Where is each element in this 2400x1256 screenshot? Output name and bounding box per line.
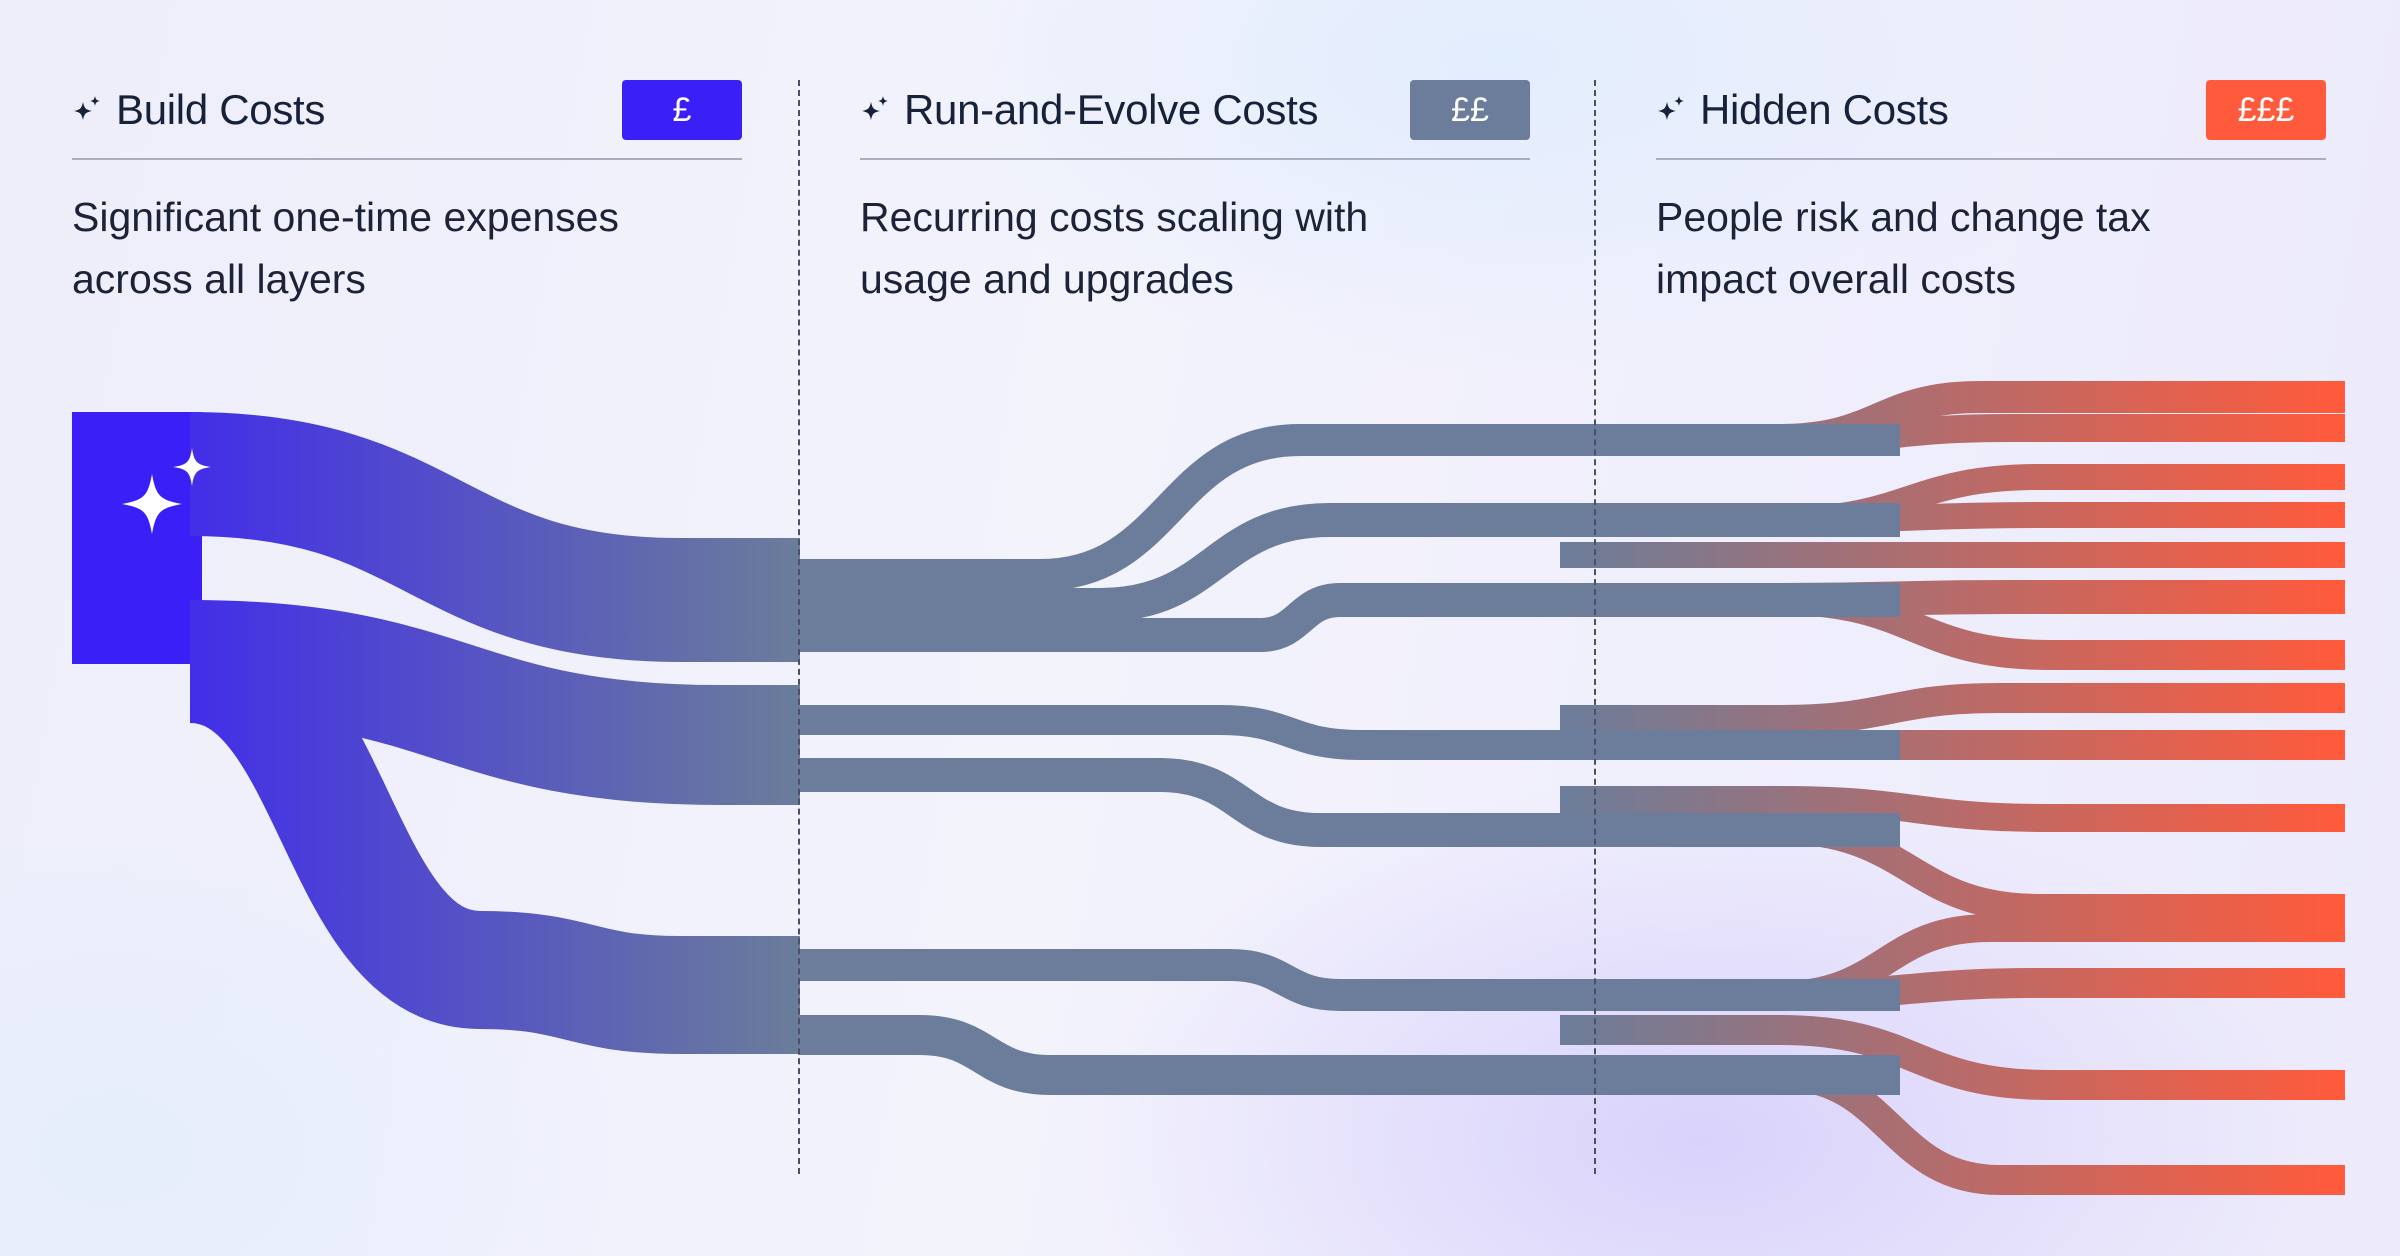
source-sparkles-icon: [122, 448, 211, 534]
flow-run-stream-4: [798, 705, 1900, 760]
hidden-costs-badge: £££: [2206, 80, 2326, 140]
hidden-costs-title: Hidden Costs: [1700, 86, 1949, 133]
run-and-evolve-costs-title: Run-and-Evolve Costs: [904, 86, 1319, 133]
source-block: [72, 412, 202, 664]
flow-run-stream-6: [798, 949, 1900, 1011]
recurring-cost-streams: [798, 424, 1900, 1095]
hidden-costs-description: People risk and change tax impact overal…: [1656, 194, 2151, 302]
flow-run-stream-3: [798, 583, 1900, 652]
build-costs-badge: £: [622, 80, 742, 140]
flow-run-stream-5: [798, 758, 1900, 847]
flow-band-bottom: [185, 605, 800, 1054]
flow-hidden-stream-10: [1560, 786, 2345, 832]
run-and-evolve-costs-description: Recurring costs scaling with usage and u…: [860, 194, 1369, 302]
sparkles-icon: [74, 96, 100, 120]
flow-hidden-stream-14: [1560, 1015, 2345, 1100]
flow-hidden-stream-8: [1560, 683, 2345, 735]
build-costs-header: Build Costs £: [72, 80, 742, 160]
flow-run-stream-2: [798, 503, 1900, 622]
build-costs-title: Build Costs: [116, 86, 326, 133]
build-costs-description: Significant one-time expenses across all…: [72, 194, 619, 302]
flow-run-stream-7: [798, 1015, 1900, 1095]
build-costs-column: Build Costs £ Significant one-time expen…: [72, 80, 742, 310]
run-and-evolve-costs-column: Run-and-Evolve Costs ££ Recurring costs …: [860, 80, 1530, 310]
run-and-evolve-costs-badge: ££: [1410, 80, 1530, 140]
sparkles-icon: [862, 96, 888, 120]
flow-run-stream-1: [798, 424, 1900, 591]
column-divider-2: [1594, 80, 1596, 1174]
column-divider-1: [798, 80, 800, 1174]
run-and-evolve-costs-header: Run-and-Evolve Costs ££: [860, 80, 1530, 160]
build-cost-stream: [72, 412, 800, 1054]
flow-band-top: [189, 412, 800, 662]
sparkles-icon: [1658, 96, 1684, 120]
hidden-costs-header: Hidden Costs £££: [1656, 80, 2326, 160]
hidden-costs-column: Hidden Costs £££ People risk and change …: [1656, 80, 2326, 310]
